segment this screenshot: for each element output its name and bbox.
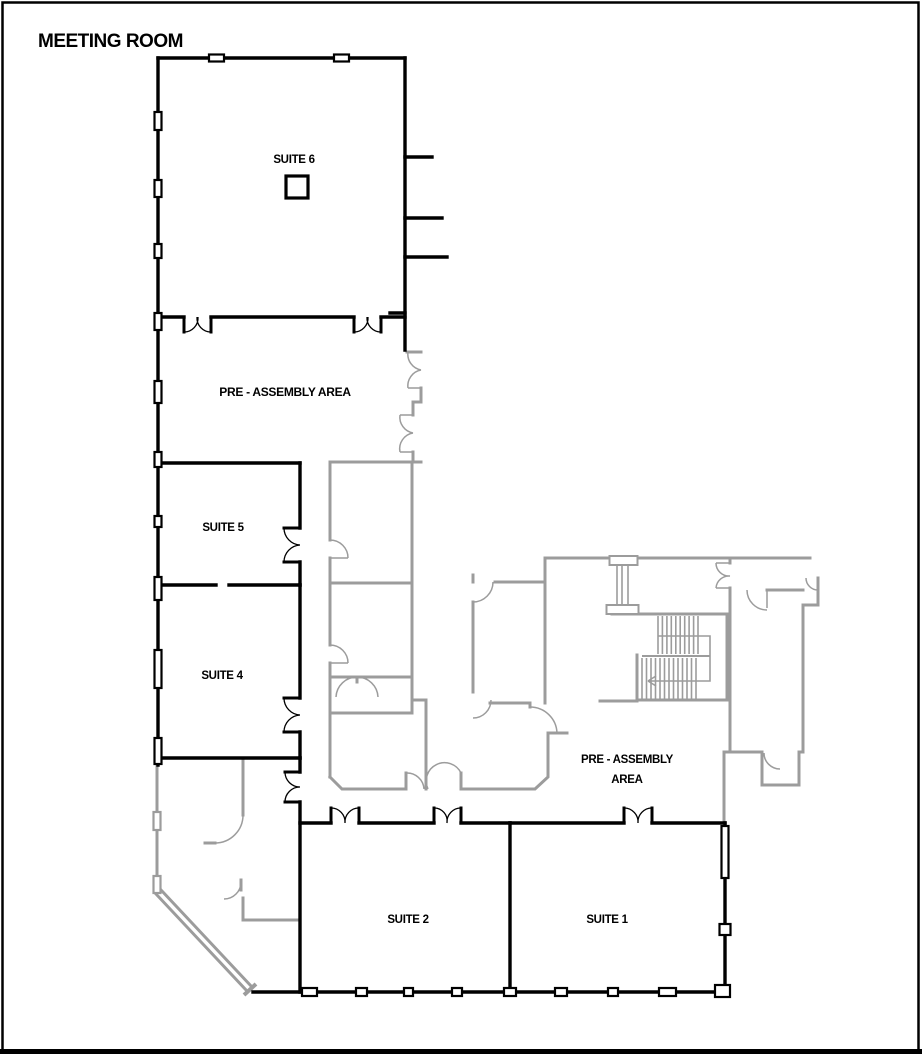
door-swing-symbol xyxy=(329,539,349,559)
room-label-pre-assembly-right-line2: AREA xyxy=(611,774,642,786)
window-marker xyxy=(553,986,569,998)
door-swing-symbol xyxy=(330,807,360,824)
existing-windows xyxy=(152,810,162,895)
door-swing-symbol xyxy=(329,644,349,664)
window-marker xyxy=(606,986,620,998)
door-swing-symbol xyxy=(805,577,819,591)
existing-doors xyxy=(214,351,819,900)
stair-direction-line xyxy=(648,635,711,682)
page-title: MEETING ROOM xyxy=(38,31,183,52)
room-label-suite5: SUITE 5 xyxy=(202,522,244,534)
stair-direction-arrow xyxy=(647,675,657,687)
window-marker xyxy=(153,379,163,405)
window-marker xyxy=(354,986,369,998)
door-swing-symbol xyxy=(763,752,781,770)
window-marker xyxy=(402,986,415,998)
door-swing-symbol xyxy=(433,807,462,824)
window-marker xyxy=(332,53,351,63)
door-swing-symbol xyxy=(214,814,244,844)
door-swing-symbol xyxy=(398,414,414,453)
window-marker xyxy=(450,986,464,998)
window-marker xyxy=(152,874,162,895)
room-label-pre-assembly-right-line1: PRE - ASSEMBLY xyxy=(581,754,674,766)
door-swing-symbol xyxy=(223,881,242,900)
window-marker xyxy=(153,110,163,132)
door-swing-symbol xyxy=(746,589,768,611)
new-windows xyxy=(153,53,732,999)
door-swing-symbol xyxy=(284,771,301,803)
window-marker xyxy=(713,983,732,999)
door-swing-symbol xyxy=(283,527,301,563)
window-marker xyxy=(153,242,163,260)
door-swing-symbol xyxy=(183,316,212,333)
elevator-symbol xyxy=(605,555,640,615)
room-label-suite6: SUITE 6 xyxy=(273,154,314,166)
labels: MEETING ROOM SUITE 6 PRE - ASSEMBLY AREA… xyxy=(38,31,674,926)
door-swing-symbol xyxy=(472,699,492,719)
window-marker xyxy=(153,450,163,469)
diagonal-wall xyxy=(153,887,258,997)
room-label-pre-assembly-left: PRE - ASSEMBLY AREA xyxy=(219,385,351,399)
door-swing-symbol xyxy=(405,761,462,790)
door-swing-symbol xyxy=(407,351,422,389)
room-label-suite4: SUITE 4 xyxy=(201,670,243,682)
window-marker xyxy=(153,736,163,766)
window-marker xyxy=(300,986,319,998)
door-swing-symbol xyxy=(623,807,653,824)
window-marker xyxy=(153,178,163,199)
existing-walls xyxy=(153,350,820,997)
new-door-leaves xyxy=(182,315,654,825)
window-marker xyxy=(153,514,163,529)
window-marker xyxy=(153,575,163,602)
window-marker xyxy=(657,986,678,998)
new-walls xyxy=(156,56,727,994)
door-swing-symbol xyxy=(472,581,494,603)
door-swing-symbol xyxy=(353,316,382,333)
window-marker xyxy=(152,810,162,832)
door-swing-symbol xyxy=(335,676,379,698)
room-label-suite1: SUITE 1 xyxy=(586,914,628,926)
window-marker xyxy=(502,986,518,998)
window-marker xyxy=(153,648,163,690)
door-swing-symbol xyxy=(283,697,301,733)
window-marker xyxy=(718,922,732,937)
door-swing-symbol xyxy=(715,562,731,589)
column-symbol xyxy=(284,174,310,200)
door-swing-symbol xyxy=(529,706,558,734)
stair-symbol xyxy=(610,612,729,702)
window-marker xyxy=(720,824,730,880)
room-label-suite2: SUITE 2 xyxy=(387,914,428,926)
window-marker xyxy=(207,53,226,63)
window-marker xyxy=(153,311,163,332)
new-doors xyxy=(183,316,653,824)
